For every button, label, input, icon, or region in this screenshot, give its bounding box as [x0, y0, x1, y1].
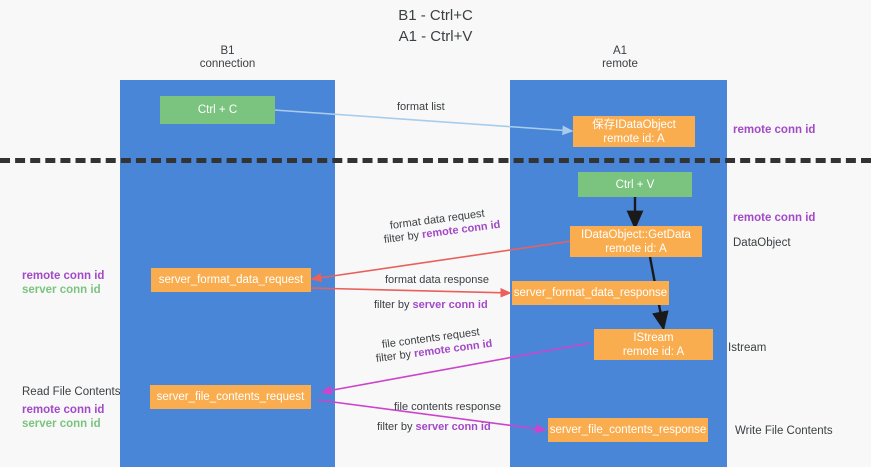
box-idataobject-getdata[interactable]: IDataObject::GetData remote id: A: [570, 226, 702, 257]
box-save-idataobject[interactable]: 保存IDataObject remote id: A: [573, 116, 695, 147]
flow-label-format-data-response: format data response: [385, 274, 489, 286]
annotation-right-istream: Istream: [728, 342, 767, 354]
box-server-format-data-response[interactable]: server_format_data_response: [512, 281, 669, 305]
column-header-b1: B1 connection: [199, 45, 256, 70]
box-server-file-contents-response[interactable]: server_file_contents_response: [548, 418, 708, 442]
annotation-left-server-conn-id-2: server conn id: [22, 418, 101, 430]
box-server-file-contents-request[interactable]: server_file_contents_request: [150, 385, 311, 409]
box-server-format-data-request[interactable]: server_format_data_request: [151, 268, 311, 292]
filter-key-server-conn-id: server conn id: [415, 421, 491, 433]
filter-key-server-conn-id: server conn id: [412, 299, 488, 311]
annotation-right-remote-conn-id-2: remote conn id: [733, 212, 816, 224]
box-ctrl-c[interactable]: Ctrl + C: [160, 96, 275, 124]
filter-prefix: filter by: [377, 421, 416, 433]
page-title: B1 - Ctrl+C A1 - Ctrl+V: [398, 7, 473, 45]
flow-label-file-contents-response: file contents response: [394, 401, 502, 413]
annotation-right-dataobject: DataObject: [733, 237, 791, 249]
column-header-a1: A1 remote: [602, 45, 638, 70]
annotation-left-server-conn-id: server conn id: [22, 284, 101, 296]
box-ctrl-v[interactable]: Ctrl + V: [578, 172, 692, 197]
annotation-left-remote-conn-id-2: remote conn id: [22, 404, 105, 416]
box-istream[interactable]: IStream remote id: A: [594, 329, 713, 360]
annotation-right-write-file-contents: Write File Contents: [735, 425, 833, 437]
annotation-right-remote-conn-id-1: remote conn id: [733, 124, 816, 136]
filter-prefix: filter by: [383, 229, 423, 246]
flow-label-format-data-response-filter: filter by server conn id: [374, 298, 488, 313]
flow-label-format-list: format list: [397, 101, 445, 113]
filter-prefix: filter by: [374, 299, 413, 311]
section-divider: [0, 158, 871, 163]
flow-label-file-contents-response-filter: filter by server conn id: [377, 420, 491, 435]
annotation-left-read-file-contents: Read File Contents: [22, 386, 121, 398]
annotation-left-remote-conn-id: remote conn id: [22, 270, 105, 282]
filter-prefix: filter by: [375, 348, 415, 365]
